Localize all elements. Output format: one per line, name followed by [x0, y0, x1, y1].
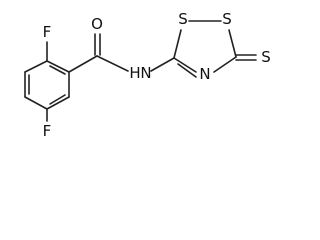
bond-ring-n-c-2 — [177, 63, 197, 78]
bond-ring-n-c-1 — [173, 57, 197, 73]
atom-s-ring-right: S — [222, 10, 232, 28]
atom-s-ring-left: S — [178, 10, 188, 28]
bond-benzene-1 — [46, 60, 70, 73]
bond-n-ring — [150, 57, 175, 72]
atom-f-bottom: F — [43, 122, 52, 140]
bond-carbonyl-n — [96, 55, 129, 72]
bond-ring-carbonyl — [68, 55, 98, 73]
atom-labels: F F O N H S S N S — [43, 10, 271, 140]
atom-o-carbonyl: O — [91, 15, 103, 33]
bonds — [24, 20, 257, 122]
bond-ring-c-n — [213, 56, 237, 73]
atom-f-top: F — [43, 23, 52, 41]
bond-ring-s-c — [228, 29, 237, 58]
bond-benzene-5 — [46, 96, 70, 110]
bond-benzene-inner-3 — [49, 65, 66, 75]
atom-h-amide: H — [129, 64, 140, 82]
atom-n-ring: N — [199, 65, 210, 83]
atom-n-amide: N — [140, 64, 151, 82]
chemical-structure-diagram: F F O N H S S N S — [24, 10, 271, 140]
bond-ring-c-s-left — [173, 29, 182, 59]
bond-benzene-4 — [24, 96, 48, 110]
bond-benzene-2 — [24, 60, 48, 73]
bond-benzene-inner-2 — [49, 94, 66, 105]
atom-s-thione: S — [261, 48, 271, 66]
